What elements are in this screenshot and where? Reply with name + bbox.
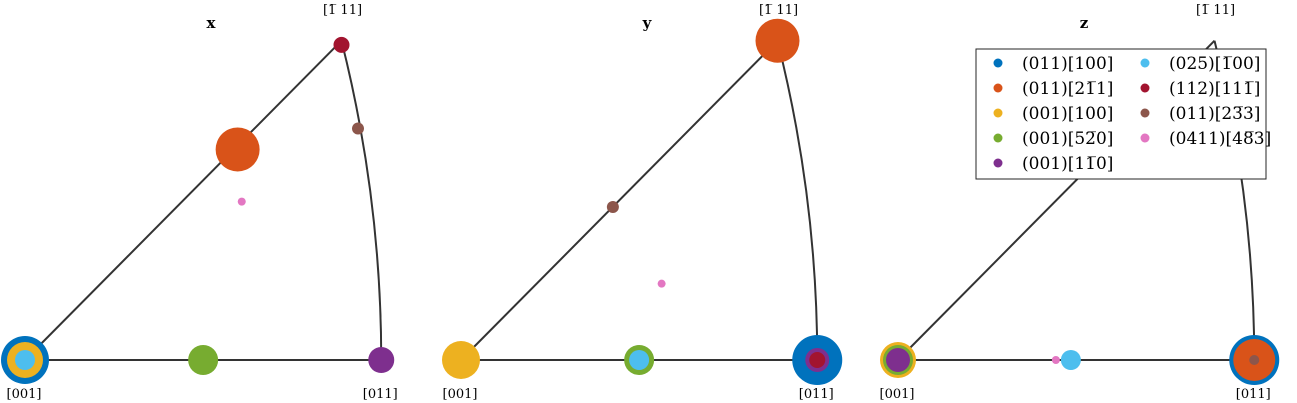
- ipf-boundary-arc: [340, 40, 383, 361]
- ipf-boundary-diagonal: [460, 40, 779, 361]
- legend-marker: [993, 108, 1003, 118]
- legend-entry-label: (025)[1̅00]: [1169, 54, 1260, 74]
- legend-marker: [993, 158, 1003, 168]
- legend-entry-label: (112)[111̅]: [1169, 79, 1260, 99]
- ipf-boundary-diagonal: [24, 40, 343, 361]
- ipf-point: [606, 201, 619, 214]
- ipf-point: [1249, 355, 1260, 365]
- ipf-point: [755, 18, 800, 63]
- legend-marker: [1140, 108, 1150, 118]
- legend-entry-label: (0411)[48̅3]: [1169, 129, 1271, 149]
- legend-marker: [993, 58, 1003, 68]
- legend-entry-label: (001)[52̅0]: [1022, 129, 1113, 149]
- ipf-panel-x: x [001] [011] [1̅ 11]: [1, 3, 398, 402]
- ipf-point: [809, 352, 826, 368]
- ipf-point: [629, 350, 650, 370]
- corner-label-left: [001]: [443, 387, 478, 402]
- legend-entry-label: (011)[100]: [1022, 54, 1113, 74]
- legend-entry-label: (011)[21̅1]: [1022, 79, 1113, 99]
- ipf-point: [15, 350, 35, 370]
- ipf-point: [657, 279, 666, 288]
- panel-title: z: [1080, 14, 1089, 32]
- corner-label-right: [011]: [799, 387, 834, 402]
- ipf-panel-z: z [001] [011] [1̅ 11]: [880, 3, 1280, 402]
- corner-label-right: [011]: [1236, 387, 1271, 402]
- corner-label-top: [1̅ 11]: [759, 3, 798, 18]
- ipf-point: [442, 341, 480, 379]
- ipf-point: [1051, 356, 1060, 364]
- corner-label-left: [001]: [880, 387, 915, 402]
- legend-entry-label: (011)[23̅3]: [1169, 104, 1260, 124]
- ipf-point: [188, 345, 219, 375]
- legend-entry-label: (001)[100]: [1022, 104, 1113, 124]
- corner-label-right: [011]: [363, 387, 398, 402]
- legend-entry-label: (001)[11̅0]: [1022, 154, 1113, 174]
- panel-title: x: [207, 14, 217, 32]
- legend-box: [975, 48, 1267, 180]
- legend-marker: [1140, 58, 1150, 68]
- corner-label-top: [1̅ 11]: [1196, 3, 1235, 18]
- ipf-point: [368, 347, 395, 373]
- ipf-panel-y: y [001] [011] [1̅ 11]: [442, 3, 843, 402]
- ipf-point: [1060, 350, 1081, 370]
- ipf-boundary-arc: [776, 40, 819, 361]
- ipf-point: [352, 122, 364, 135]
- legend: (011)[100] (011)[21̅1] (001)[100] (001)[52̅…: [975, 48, 1271, 180]
- legend-marker: [993, 83, 1003, 93]
- corner-label-top: [1̅ 11]: [323, 3, 362, 18]
- panel-title: y: [642, 14, 653, 32]
- corner-label-left: [001]: [7, 387, 42, 402]
- legend-marker: [1140, 133, 1150, 143]
- ipf-point: [237, 197, 246, 206]
- ipf-point: [886, 348, 910, 372]
- legend-marker: [993, 133, 1003, 143]
- ipf-point: [333, 36, 350, 53]
- ipf-point: [215, 127, 260, 172]
- legend-marker: [1140, 83, 1150, 93]
